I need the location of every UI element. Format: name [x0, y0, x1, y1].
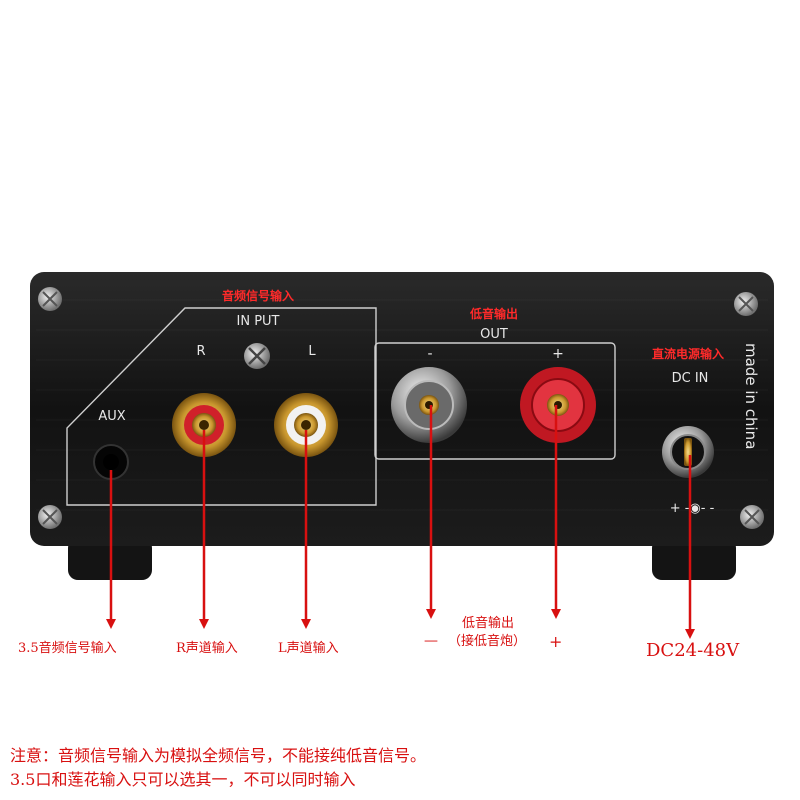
made-in-label: made in china: [742, 343, 760, 449]
input-cn-label: 音频信号输入: [222, 288, 294, 303]
callout-dc: DC24-48V: [646, 640, 740, 661]
dc-en-label: DC IN: [672, 371, 709, 386]
dc-cn-label: 直流电源输入: [652, 346, 724, 361]
note-line2: 3.5口和莲花输入只可以选其一，不可以同时输入: [10, 770, 356, 789]
callout-minus: —: [424, 633, 438, 649]
right-foot: [652, 538, 736, 580]
callout-sub-line1: 低音输出: [462, 616, 515, 631]
corner-screw: [740, 505, 764, 529]
output-section-outline: [374, 342, 616, 460]
aux-label: AUX: [98, 409, 125, 424]
center-screw: [244, 343, 270, 369]
corner-screw: [734, 292, 758, 316]
input-en-label: IN PUT: [237, 314, 280, 329]
dc-jack[interactable]: [662, 426, 714, 478]
binding-post-plus[interactable]: [520, 367, 596, 443]
input-l-label: L: [308, 344, 316, 359]
rca-left-jack[interactable]: [274, 393, 338, 457]
input-section-outline: [66, 307, 377, 506]
corner-screw: [38, 505, 62, 529]
binding-post-minus[interactable]: [391, 367, 467, 443]
input-r-label: R: [196, 344, 205, 359]
callout-aux: 3.5音频信号输入: [18, 641, 117, 656]
callout-l: L声道输入: [278, 641, 339, 656]
rca-right-jack[interactable]: [172, 393, 236, 457]
out-en-label: OUT: [480, 327, 508, 342]
out-plus-label: +: [552, 346, 564, 362]
callout-r: R声道输入: [176, 641, 238, 656]
callout-plus: +: [549, 632, 563, 651]
out-minus-label: -: [427, 346, 432, 362]
callout-sub-line2: （接低音炮）: [448, 634, 527, 649]
out-cn-label: 低音输出: [469, 306, 518, 321]
dc-polarity-label: + -◉- -: [670, 501, 715, 516]
note-line1: 注意：音频信号输入为模拟全频信号，不能接纯低音信号。: [10, 746, 427, 765]
corner-screw: [38, 287, 62, 311]
